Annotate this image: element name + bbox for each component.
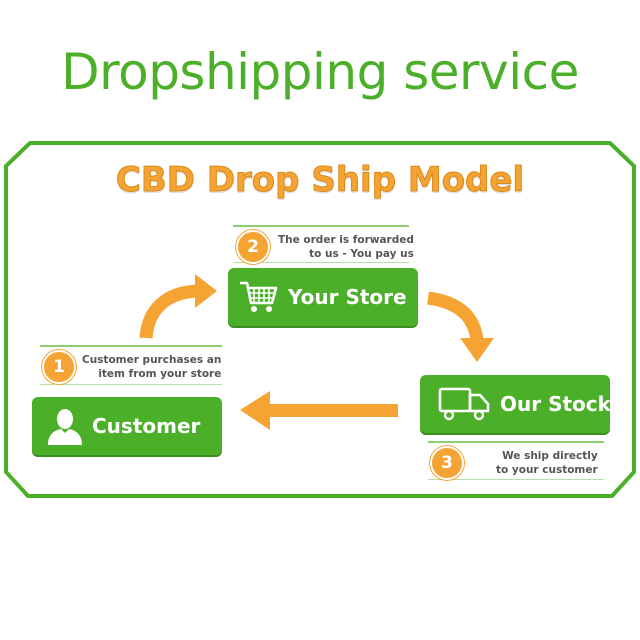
step2-rule-top — [233, 225, 409, 227]
step2-rule-bottom — [233, 262, 409, 263]
step-1-line1: Customer purchases an — [82, 354, 222, 366]
step-2-line1: The order is forwarded — [278, 234, 414, 246]
arrow-head-store — [195, 274, 217, 308]
step-3: 3 We ship directly to your customer — [430, 446, 598, 480]
step-2: 2 The order is forwarded to us - You pay… — [236, 230, 414, 264]
node-your-store-label: Your Store — [288, 285, 407, 309]
arrow-head-customer — [240, 391, 270, 430]
node-customer: Customer — [32, 397, 222, 455]
step-3-text: We ship directly to your customer — [496, 449, 598, 477]
step-3-number: 3 — [430, 446, 464, 480]
step-2-number: 2 — [236, 230, 270, 264]
step-1-text: Customer purchases an item from your sto… — [82, 353, 221, 381]
arrow-head-stock — [460, 338, 494, 362]
step-1-line2: item from your store — [98, 368, 222, 380]
step3-rule-bottom — [428, 479, 604, 480]
step1-rule-bottom — [40, 384, 222, 385]
step-2-line2: to us - You pay us — [309, 248, 414, 260]
arrow-customer-to-store — [139, 284, 199, 339]
node-our-stock: Our Stock — [420, 375, 611, 433]
step-3-line2: to your customer — [496, 464, 598, 476]
node-customer-label: Customer — [92, 414, 201, 438]
diagram-title: CBD Drop Ship Model — [115, 160, 525, 201]
node-our-stock-label: Our Stock — [500, 392, 611, 416]
arrow-store-to-stock — [426, 291, 484, 342]
step3-rule-top — [428, 441, 604, 443]
delivery-truck-icon — [438, 387, 490, 421]
step-1-number: 1 — [42, 350, 76, 384]
node-your-store: Your Store — [228, 268, 418, 326]
step-2-text: The order is forwarded to us - You pay u… — [278, 233, 414, 261]
frame-border — [4, 141, 636, 498]
arrow-stock-to-customer — [268, 404, 398, 417]
shopping-cart-icon — [240, 281, 278, 312]
page-title: Dropshipping service — [61, 43, 579, 101]
step-1: 1 Customer purchases an item from your s… — [42, 350, 221, 384]
step1-rule-top — [40, 345, 222, 347]
person-icon — [48, 409, 82, 445]
step-3-line1: We ship directly — [502, 450, 598, 462]
